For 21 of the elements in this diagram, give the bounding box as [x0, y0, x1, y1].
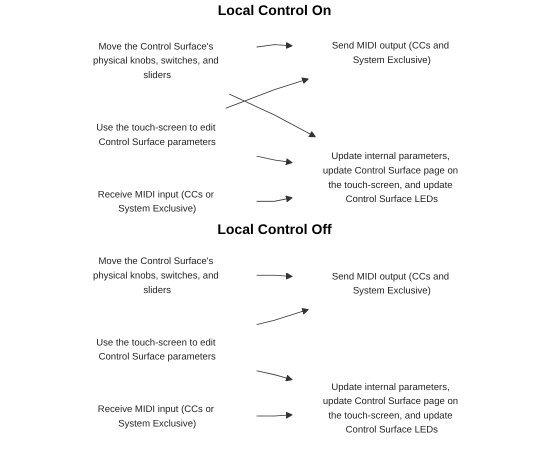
arrow — [256, 412, 293, 419]
node-text: Send MIDI output (CCs and System Exclusive) — [332, 40, 450, 66]
arrow — [256, 308, 309, 326]
node-text: Send MIDI output (CCs and System Exclusive) — [332, 270, 450, 296]
heading: Local Control On — [216, 2, 332, 18]
node-text: Move the Control Surface's physical knobs, switches, and sliders — [93, 40, 219, 80]
arrow — [228, 94, 316, 138]
node-text: Receive MIDI input (CCs or System Exclusive) — [98, 403, 214, 429]
arrow — [225, 77, 309, 109]
arrow — [256, 156, 293, 166]
node-text: Move the Control Surface's physical knobs, switches, and sliders — [93, 255, 219, 296]
heading: Local Control Off — [216, 220, 333, 237]
node-text: Use the touch-screen to edit Control Surface parameters — [96, 122, 216, 148]
arrow — [256, 196, 293, 202]
node-text: Update internal parameters, update Control Surface page on the touch-screen, and update Control Surface LEDs — [322, 150, 458, 204]
arrow — [256, 272, 293, 280]
arrow — [256, 42, 293, 49]
node-text: Receive MIDI input (CCs or System Exclusive) — [98, 188, 214, 214]
arrow — [256, 370, 293, 382]
node-text: Update internal parameters, update Control Surface page on the touch-screen, and update Control Surface LEDs — [322, 381, 458, 436]
node-text: Use the touch-screen to edit Control Surface parameters — [96, 336, 216, 362]
